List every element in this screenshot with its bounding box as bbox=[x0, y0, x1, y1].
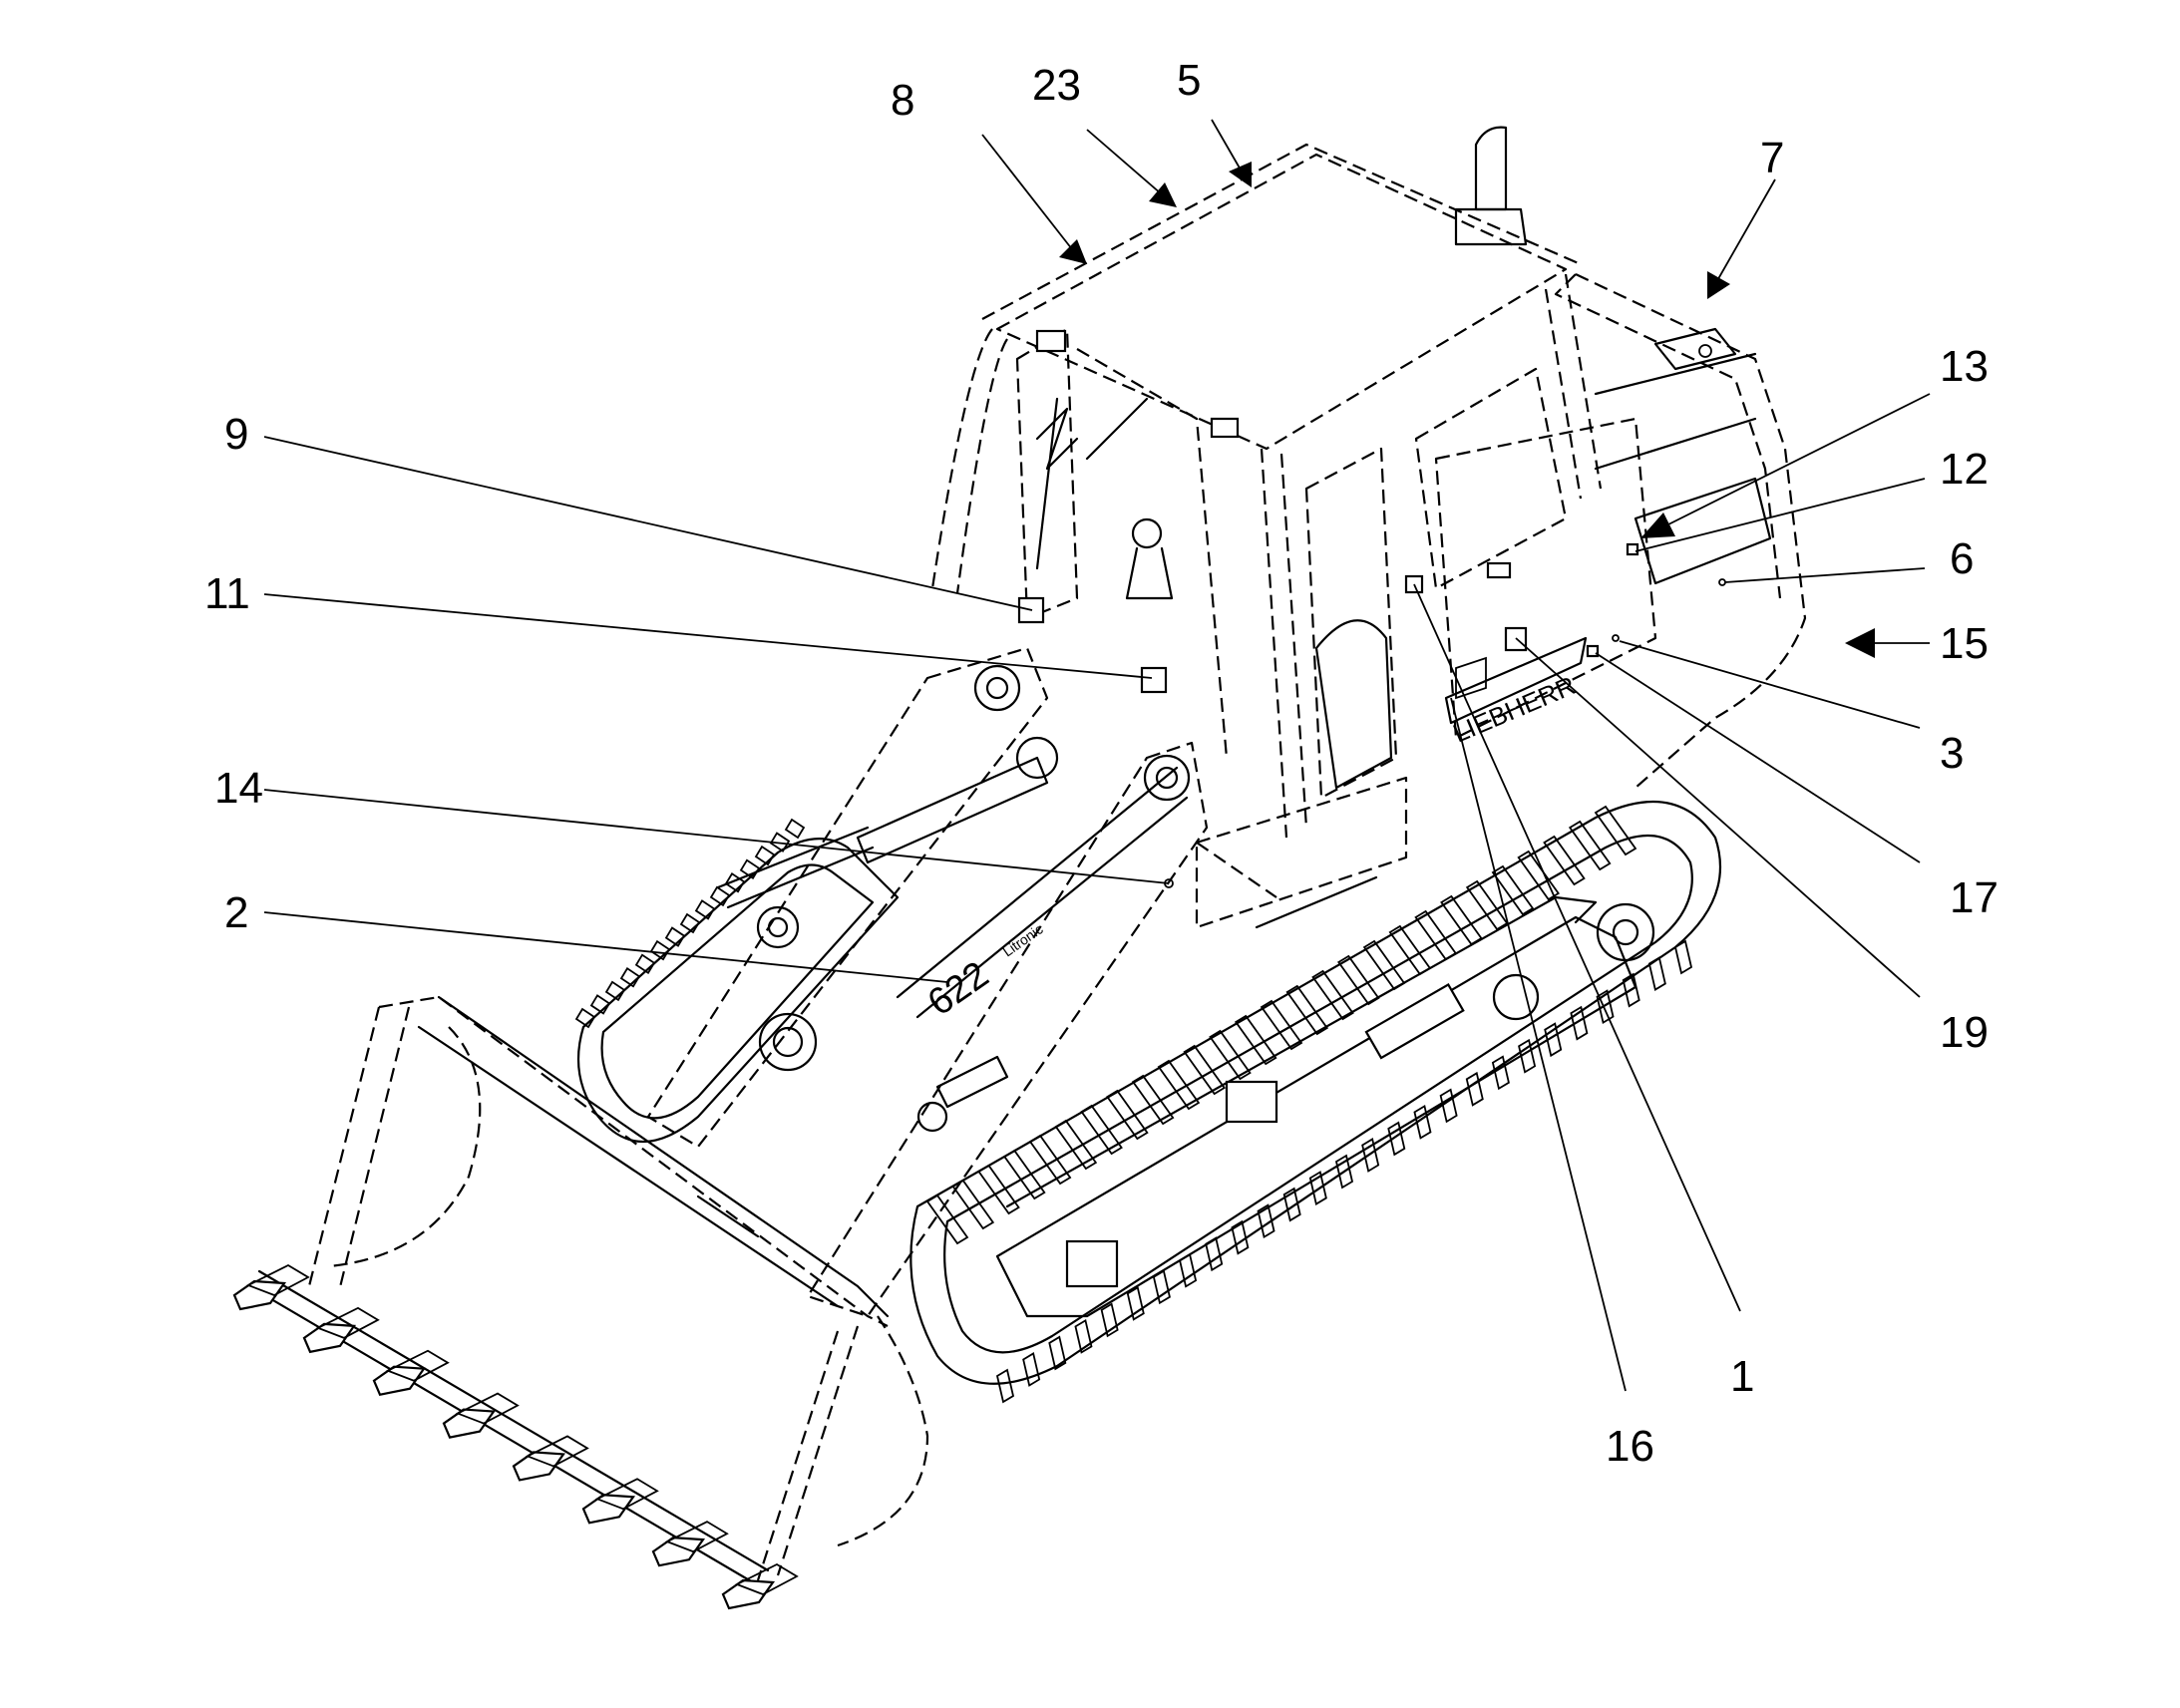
callout-12: 12 bbox=[1940, 445, 1989, 494]
right-track bbox=[909, 800, 1722, 1404]
callout-6: 6 bbox=[1950, 534, 1974, 583]
callout-17: 17 bbox=[1950, 873, 1998, 922]
leaders bbox=[263, 119, 1931, 1392]
callout-1: 1 bbox=[1730, 1352, 1754, 1401]
callout-19: 19 bbox=[1940, 1008, 1989, 1057]
callout-16: 16 bbox=[1606, 1422, 1654, 1471]
machine-body bbox=[1195, 126, 1807, 929]
cab bbox=[930, 143, 1603, 839]
callout-15: 15 bbox=[1940, 619, 1989, 668]
model-decal: 622 bbox=[920, 954, 996, 1025]
callout-14: 14 bbox=[214, 764, 263, 813]
callout-23: 23 bbox=[1032, 61, 1081, 110]
bucket bbox=[232, 995, 929, 1610]
callout-5: 5 bbox=[1177, 56, 1201, 105]
callout-7: 7 bbox=[1760, 134, 1784, 182]
callout-8: 8 bbox=[891, 76, 914, 125]
callout-2: 2 bbox=[224, 888, 248, 937]
callout-9: 9 bbox=[224, 410, 248, 459]
callout-labels: 8 23 5 7 13 12 6 15 3 17 19 1 16 9 11 14… bbox=[204, 56, 1998, 1471]
callout-3: 3 bbox=[1940, 729, 1964, 778]
left-track bbox=[574, 818, 900, 1144]
callout-11: 11 bbox=[204, 569, 250, 618]
callout-13: 13 bbox=[1940, 342, 1989, 391]
lift-arms bbox=[646, 646, 1209, 1318]
brand-decal: LIEBHERR bbox=[1449, 670, 1580, 748]
